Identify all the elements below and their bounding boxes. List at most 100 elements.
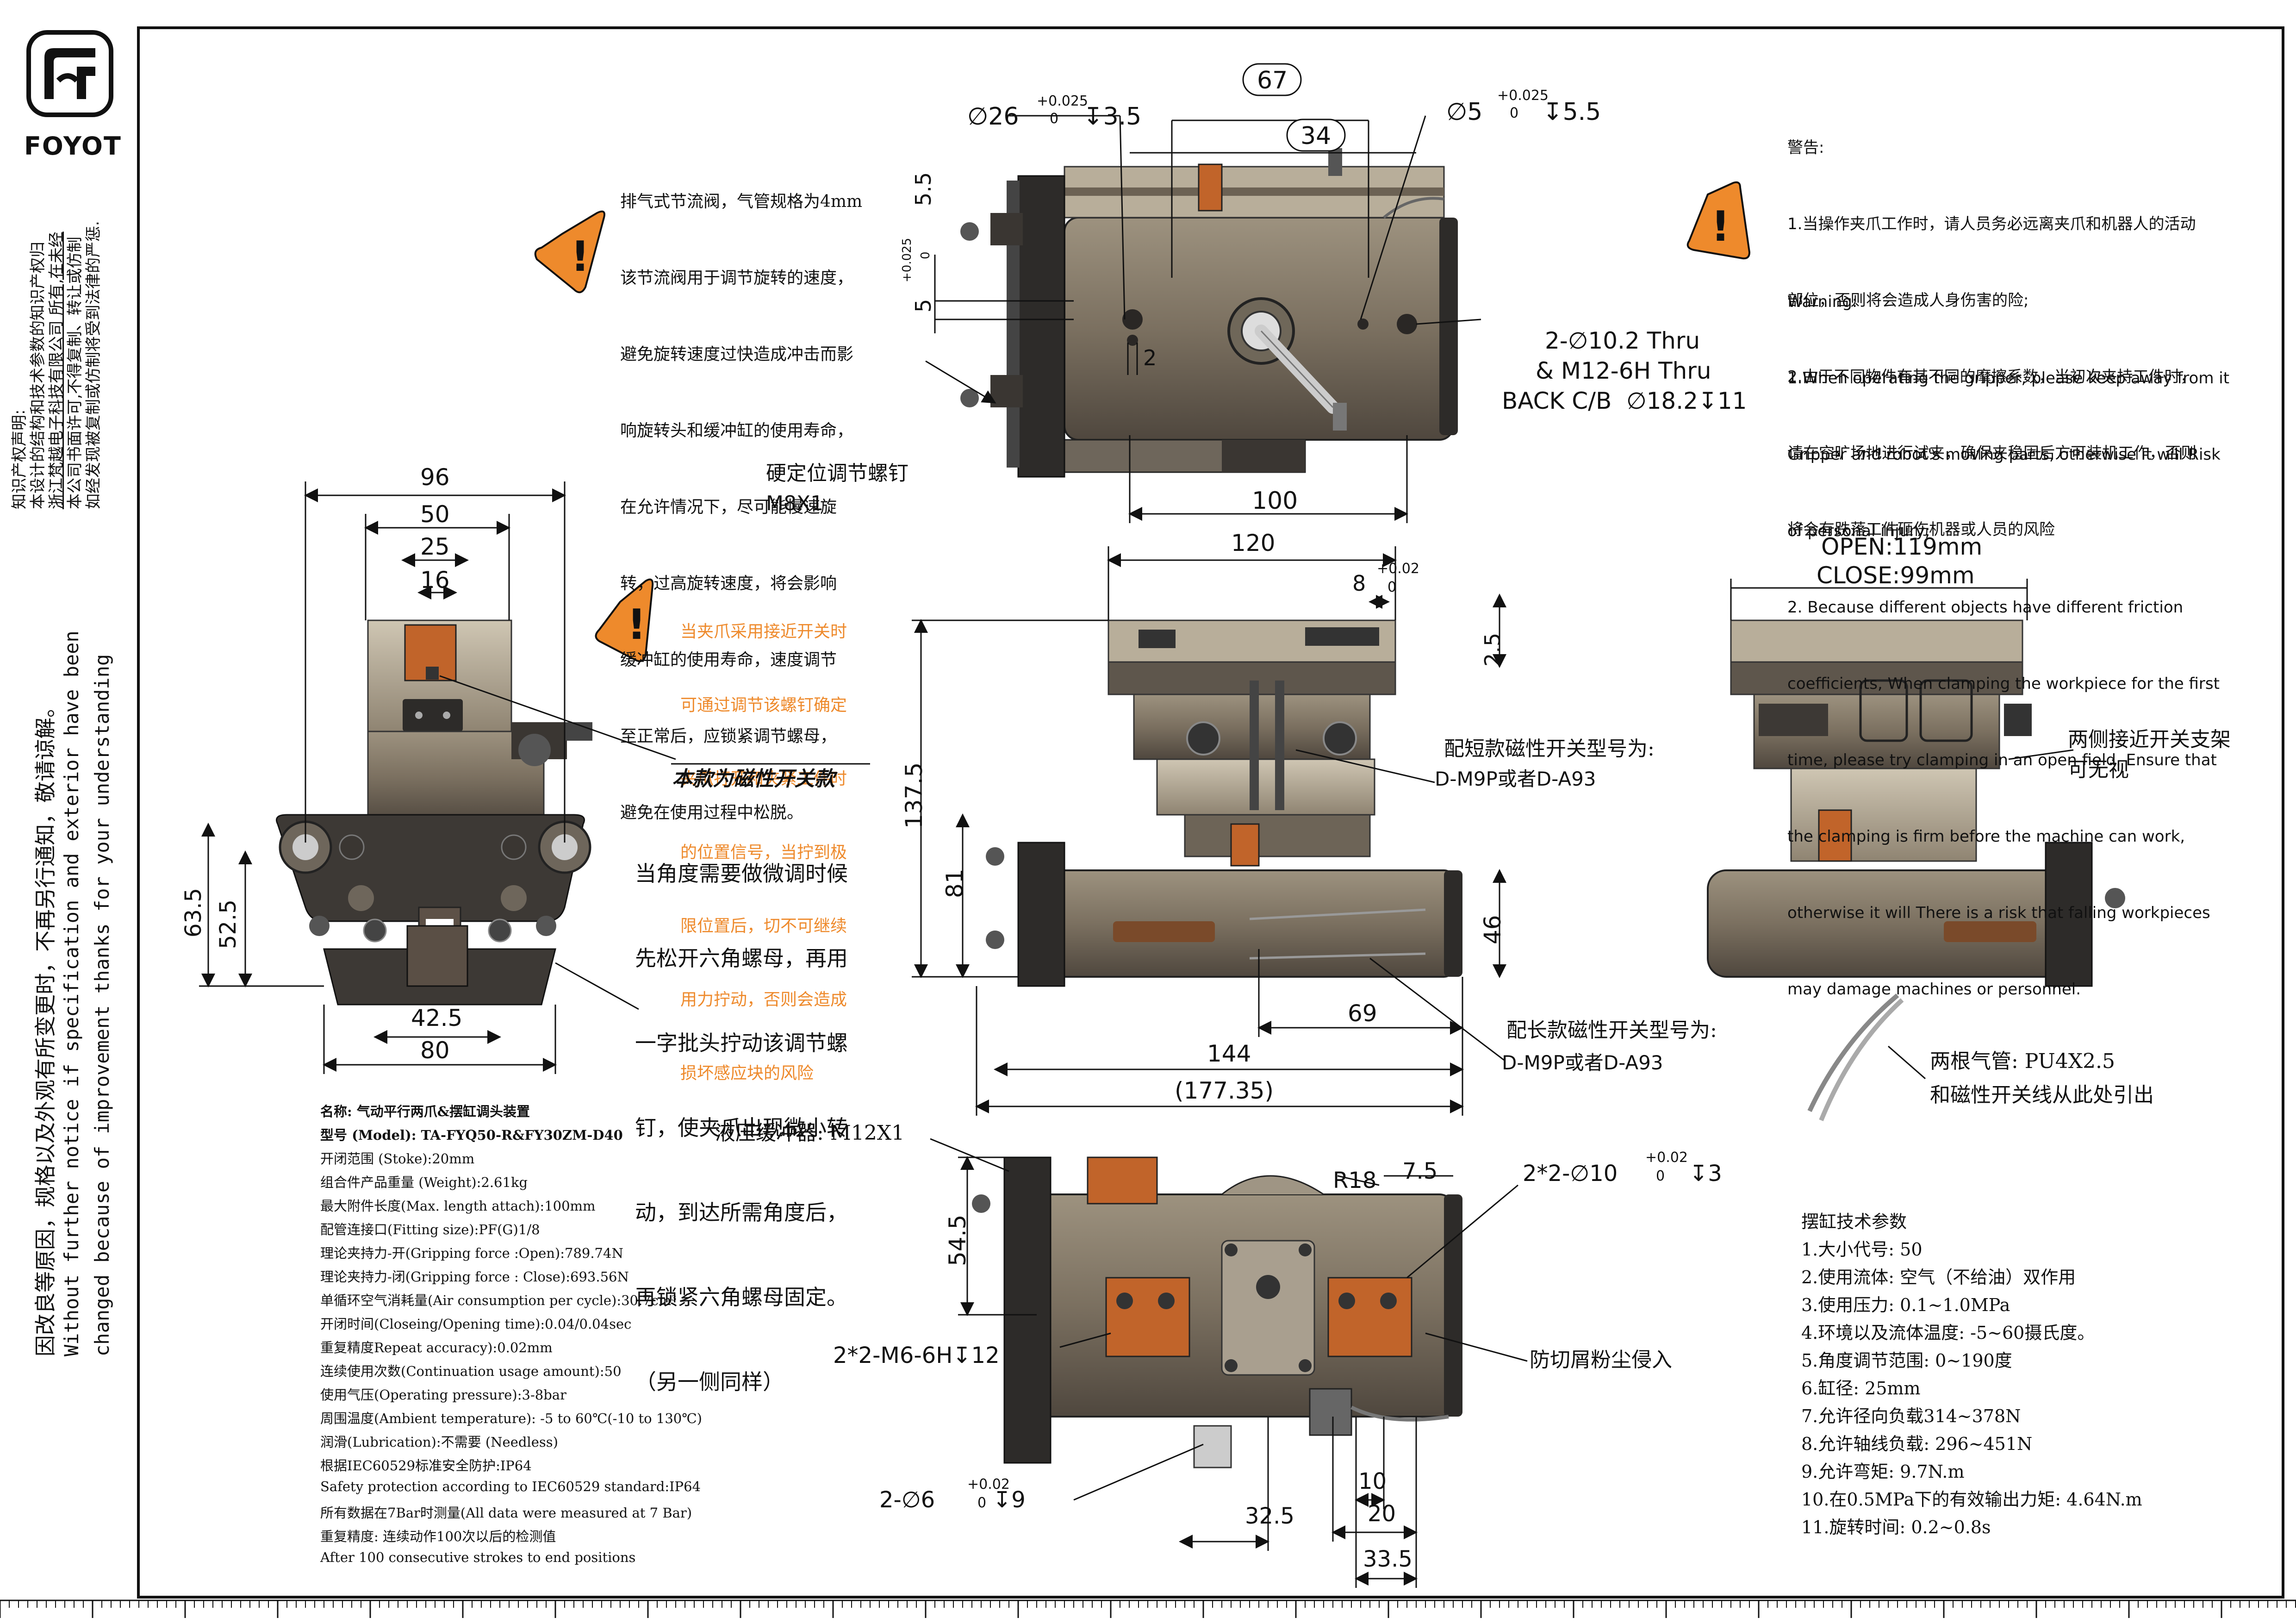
note-line: 至正常后，应锁紧调节螺母， [620, 727, 837, 746]
svg-text:!: ! [627, 600, 646, 649]
open-stroke-label: OPEN:119mm [1821, 533, 1983, 560]
right-view-dimensions [1730, 579, 2074, 1080]
dim-label: 34 [1300, 122, 1332, 150]
dim-label: 50 [420, 501, 450, 528]
warning-icon: ! [534, 210, 605, 294]
swing-cylinder-title: 摆缸技术参数 [1801, 1212, 1907, 1232]
dim-label: 137.5 [901, 762, 927, 829]
air-tubes-label-2: 和磁性开关线从此处引出 [1930, 1083, 2154, 1107]
dim-label: 144 [1207, 1040, 1251, 1067]
dim-label: 5 [911, 299, 936, 312]
warning-line: 1.When operating the gripper, please kee… [1787, 369, 2230, 387]
dim-label: ↧3 [1689, 1161, 1722, 1187]
dim-tolerance: 0 [1656, 1168, 1665, 1184]
dim-tolerance: 0 [1050, 111, 1059, 127]
bottom-ruler [0, 1599, 2296, 1624]
dim-tolerance: 0 [919, 251, 933, 259]
spec-line: After 100 consecutive strokes to end pos… [320, 1549, 636, 1565]
spec-line: 组合件产品重量 (Weight):2.61kg [320, 1174, 528, 1190]
dim-label: 5.5 [911, 172, 936, 206]
spec-line: 最大附件长度(Max. length attach):100mm [320, 1198, 596, 1214]
spec-line: 理论夹持力-闭(Gripping force : Close):693.56N [320, 1269, 629, 1285]
warning-title-en: Warning: [1787, 293, 1858, 311]
angle-adjust-note: 当角度需要做微调时候 先松开六角螺母，再用 一字批头拧动该调节螺 钉，使夹爪出现… [635, 803, 848, 1453]
dim-label: 2.5 [1480, 632, 1505, 667]
dim-tolerance: 0 [977, 1495, 987, 1511]
spec-line: 根据IEC60529标准安全防护:IP64 [320, 1458, 532, 1474]
dim-label: ↧3.5 [1083, 103, 1142, 131]
warning-line: otherwise it will There is a risk that f… [1787, 904, 2210, 922]
note-line: 避免旋转速度过快造成冲击而影 [620, 345, 854, 364]
short-switch-label-2: D-M9P或者D-A93 [1435, 768, 1596, 790]
note-line: 响旋转头和缓冲缸的使用寿命， [620, 421, 854, 440]
warning-line: time, please try clamping in an open fie… [1787, 751, 2217, 769]
magnetic-switch-title: 本款为磁性开关款 [672, 767, 835, 791]
swing-param-line: 8.允许轴线负载: 296~451N [1801, 1434, 2033, 1454]
dim-label: 54.5 [944, 1214, 971, 1266]
proximity-switch-note: 当夹爪采用接近开关时 可通过调节该螺钉确定 夹爪打开和夹紧工件时 的位置信号，当… [680, 570, 847, 1135]
dim-label: 10 [1358, 1468, 1387, 1494]
warning-line: 2. Because different objects have differ… [1787, 598, 2184, 617]
swing-param-line: 6.缸径: 25mm [1801, 1378, 1921, 1399]
dim-tolerance: 0 [1510, 105, 1519, 121]
swing-param-line: 9.允许弯矩: 9.7N.m [1801, 1462, 1965, 1482]
swing-param-line: 10.在0.5MPa下的有效输出力矩: 4.64N.m [1801, 1489, 2142, 1510]
svg-text:!: ! [1711, 202, 1730, 251]
warning-line: 将会有跌落工件砸伤机器或人员的风险 [1787, 520, 2055, 539]
dim-label: 52.5 [215, 899, 241, 949]
dim-label: 2*2-M6-6H↧12 [833, 1343, 1000, 1368]
short-switch-label-1: 配短款磁性开关型号为: [1444, 737, 1655, 761]
warning-line: 部位，否则将会造成人身伤害的险; [1787, 291, 2029, 310]
warning-icon: ! [595, 578, 654, 662]
svg-text:!: ! [571, 232, 590, 281]
dim-label: (177.35) [1175, 1077, 1274, 1104]
dim-tolerance: 0 [1388, 579, 1397, 595]
hydraulic-buffer-label: 液压缓冲器: M12X1 [715, 1121, 905, 1145]
dim-tolerance: +0.025 [900, 237, 914, 282]
note-line: 避免在使用过程中松脱。 [620, 803, 804, 822]
warning-line: may damage machines or personnel. [1787, 980, 2081, 999]
dim-label: 33.5 [1363, 1546, 1412, 1572]
spec-line: Safety protection according to IEC60529 … [320, 1479, 701, 1494]
warning-line: the clamping is firm before the machine … [1787, 827, 2185, 846]
warning-line: of personal injury; [1787, 522, 1930, 540]
dim-label: 63.5 [180, 888, 206, 937]
ruler-ticks [0, 1600, 2296, 1618]
dim-label: ↧9 [993, 1487, 1026, 1513]
dim-tolerance: +0.02 [967, 1476, 1010, 1493]
note-line: （另一侧同样） [635, 1369, 784, 1394]
swing-param-line: 2.使用流体: 空气（不给油）双作用 [1801, 1267, 2076, 1287]
spec-line: 理论夹持力-开(Gripping force :Open):789.74N [320, 1245, 623, 1261]
note-line: 损坏感应块的风险 [680, 1064, 814, 1083]
dim-label: R18 [1333, 1168, 1377, 1193]
spec-line: 连续使用次数(Continuation usage amount):50 [320, 1363, 622, 1379]
warning-line: 2.由于不同物件有其不同的摩擦系数，当初次夹持工件时， [1787, 368, 2196, 386]
chip-guard-label: 防切屑粉尘侵入 [1530, 1348, 1672, 1372]
note-line: 一字批头拧动该调节螺 [635, 1031, 848, 1056]
dim-tolerance: +0.025 [1497, 87, 1549, 104]
dim-label: 2 [1143, 345, 1157, 370]
note-line: 转，过高旋转速度，将会影响 [620, 574, 837, 593]
dim-label: 42.5 [411, 1005, 463, 1031]
side-view [276, 619, 592, 1006]
right-view [1707, 619, 2125, 1121]
drawing-frame [137, 26, 2284, 1599]
dim-label: 16 [420, 567, 450, 593]
note-line: 限位置后，切不可继续 [680, 917, 847, 936]
proximity-bracket-label-2: 可无视 [2068, 758, 2129, 781]
dim-label: 69 [1348, 1000, 1377, 1027]
note-line: 当夹爪采用接近开关时 [680, 622, 847, 641]
bottom-view [972, 1156, 1462, 1468]
spec-line: 重复精度: 连续动作100次以后的检测值 [320, 1529, 556, 1544]
dim-label: 8 [1352, 571, 1366, 596]
spec-line: 重复精度Repeat accuracy):0.02mm [320, 1340, 553, 1355]
brand-logo [26, 30, 114, 118]
note-line: 钉，使夹爪出现微小转 [635, 1115, 848, 1140]
note-line: 排气式节流阀，气管规格为4mm [620, 192, 863, 211]
swing-param-line: 5.角度调节范围: 0~190度 [1801, 1350, 2012, 1371]
swing-param-line: 3.使用压力: 0.1~1.0MPa [1801, 1295, 2010, 1315]
dim-label: ∅26 [967, 103, 1019, 131]
warning-title-zh: 警告: [1787, 138, 1824, 157]
close-stroke-label: CLOSE:99mm [1817, 562, 1975, 589]
